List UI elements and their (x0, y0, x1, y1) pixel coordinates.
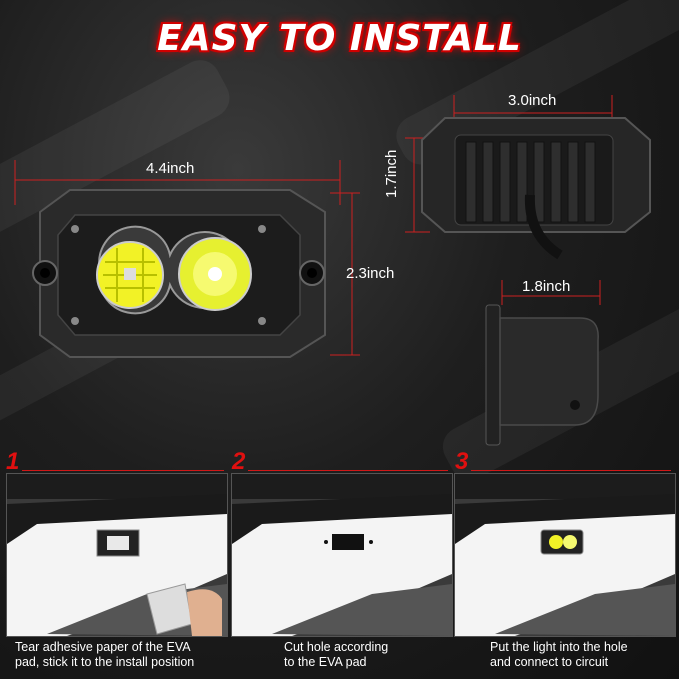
step-divider (471, 470, 671, 471)
dimension-height-front: 2.3inch (346, 265, 395, 282)
step-3-caption-line-1: Put the light into the hole (490, 640, 628, 654)
step-3-caption: Put the light into the hole and connect … (490, 640, 628, 670)
step-3-caption-line-2: and connect to circuit (490, 655, 609, 669)
step-2-caption-line-2: to the EVA pad (284, 655, 367, 669)
step-1-caption-line-1: Tear adhesive paper of the EVA (15, 640, 191, 654)
step-2-photo (231, 473, 453, 637)
step-2-caption-line-1: Cut hole according (284, 640, 389, 654)
step-number-3: 3 (455, 448, 469, 475)
step-1-photo (6, 473, 228, 637)
page-title: EASY TO INSTALL (157, 18, 522, 59)
light-housing-side (485, 304, 599, 446)
dimension-width-back: 3.0inch (508, 92, 557, 109)
light-housing-front (32, 189, 326, 358)
step-divider (22, 470, 224, 471)
step-number-1: 1 (6, 448, 20, 475)
step-2-caption: Cut hole according to the EVA pad (284, 640, 388, 670)
dimension-width-front: 4.4inch (146, 160, 195, 177)
step-3-photo (454, 473, 676, 637)
step-1-caption: Tear adhesive paper of the EVA pad, stic… (15, 640, 194, 670)
step-number-2: 2 (232, 448, 246, 475)
dimension-height-back: 1.7inch (383, 149, 400, 198)
light-housing-back (421, 117, 651, 260)
dimension-depth-side: 1.8inch (522, 278, 571, 295)
step-divider (248, 470, 448, 471)
step-1-caption-line-2: pad, stick it to the install position (15, 655, 195, 669)
